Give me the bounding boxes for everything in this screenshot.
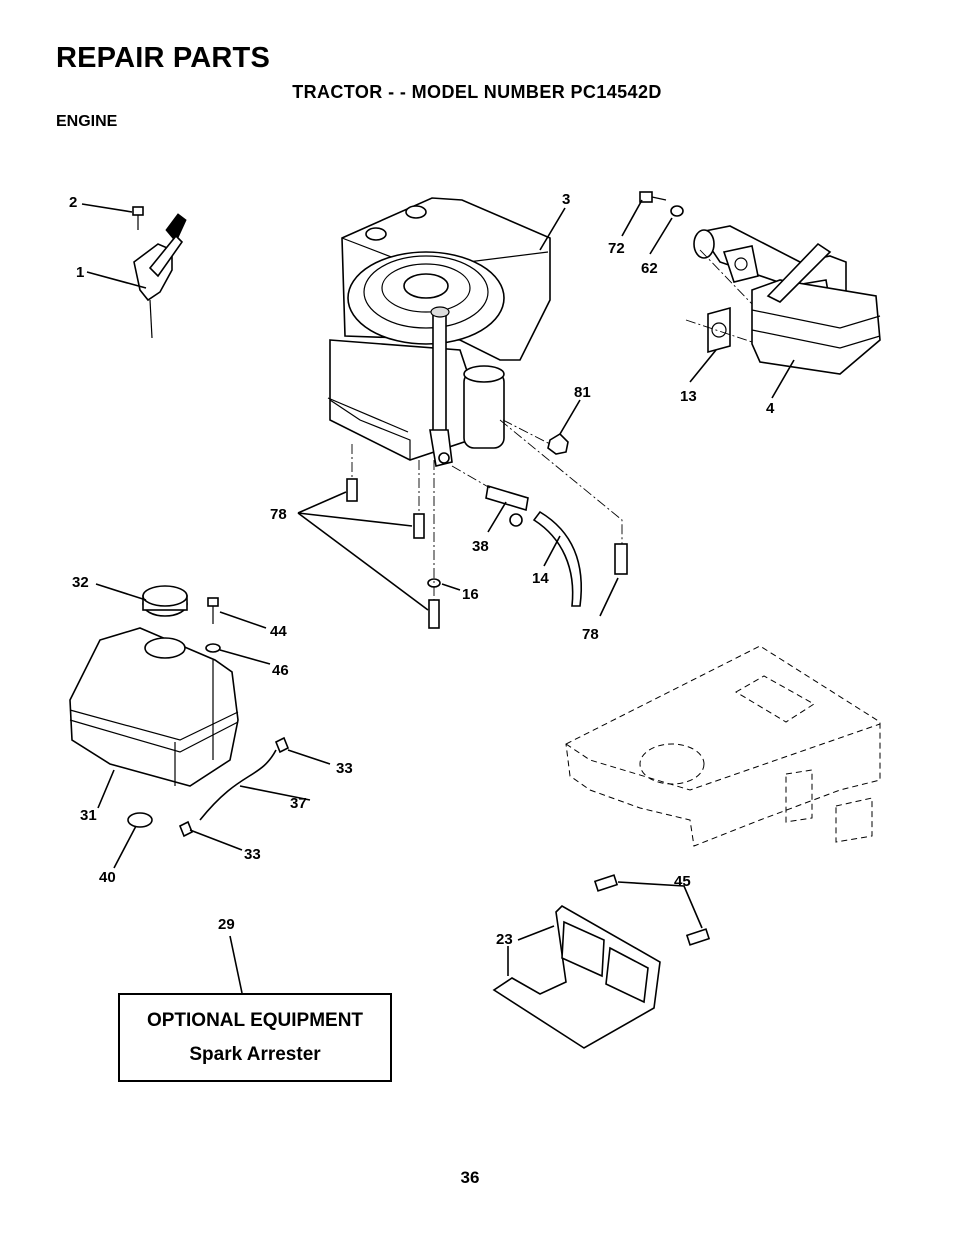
callout-81: 81	[574, 384, 591, 401]
leader-lines	[81, 199, 795, 994]
callout-46: 46	[272, 662, 289, 679]
callout-3: 3	[562, 191, 570, 208]
callout-32: 32	[72, 574, 89, 591]
callout-38: 38	[472, 538, 489, 555]
page-number: 36	[460, 1168, 480, 1187]
callout-23: 23	[496, 931, 513, 948]
callout-37: 37	[290, 795, 307, 812]
tractor-frame-part	[565, 645, 881, 847]
callout-33-a: 33	[336, 760, 353, 777]
callout-14: 14	[532, 570, 549, 587]
callout-78-a: 78	[270, 506, 287, 523]
optional-equipment-item: Spark Arrester	[189, 1044, 321, 1065]
engine-part	[327, 197, 551, 467]
heat-shield-part	[492, 874, 711, 1049]
callout-78-b: 78	[582, 626, 599, 643]
callout-33-b: 33	[244, 846, 261, 863]
fuel-fitting-part	[451, 465, 582, 607]
mounting-bolts-part	[346, 419, 628, 629]
callout-62: 62	[641, 260, 658, 277]
callout-13: 13	[680, 388, 697, 405]
page-title: REPAIR PARTS	[56, 42, 271, 74]
fuel-tank-part	[69, 585, 290, 838]
callout-72: 72	[608, 240, 625, 257]
section-heading: ENGINE	[56, 113, 118, 130]
callout-1: 1	[76, 264, 84, 281]
callout-labels: 2 1 3 72 62 81 13 4 78 38 14 16 78 32 44…	[69, 191, 775, 948]
callout-4: 4	[766, 400, 775, 417]
muffler-part	[639, 191, 881, 375]
callout-2: 2	[69, 194, 77, 211]
callout-45: 45	[674, 873, 691, 890]
optional-equipment-box: OPTIONAL EQUIPMENT Spark Arrester	[118, 993, 392, 1082]
callout-44: 44	[270, 623, 287, 640]
optional-equipment-heading: OPTIONAL EQUIPMENT	[146, 1010, 364, 1031]
callout-16: 16	[462, 586, 479, 603]
callout-29: 29	[218, 916, 235, 933]
throttle-control-part	[132, 206, 187, 339]
callout-40: 40	[99, 869, 116, 886]
model-subtitle: TRACTOR - - MODEL NUMBER PC14542D	[292, 82, 662, 102]
callout-31: 31	[80, 807, 97, 824]
